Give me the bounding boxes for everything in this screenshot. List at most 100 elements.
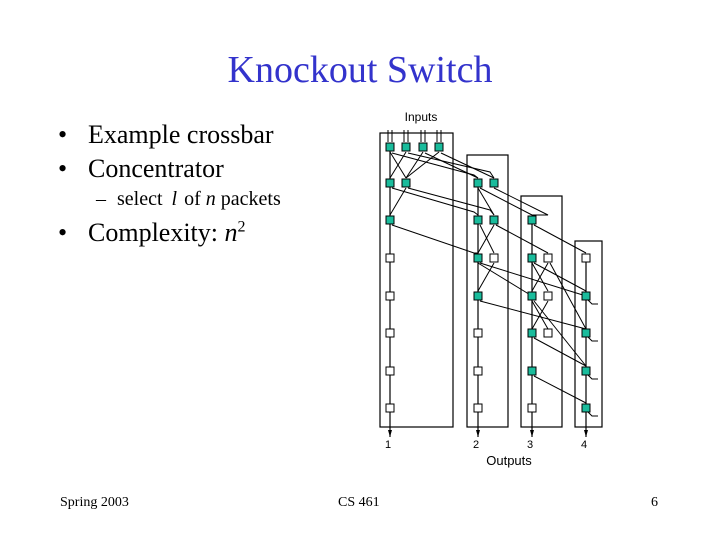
interconnect-wire xyxy=(549,262,587,330)
interconnect-wire xyxy=(479,300,587,330)
interconnect-wire xyxy=(479,262,587,297)
switch-element-active xyxy=(489,215,499,225)
interconnect-wire xyxy=(477,262,533,297)
bullet-text: Concentrator xyxy=(88,154,224,183)
interconnect-wire xyxy=(424,152,479,179)
interconnect-wire xyxy=(391,224,478,254)
switch-element-active xyxy=(385,142,395,152)
interconnect-wire xyxy=(391,152,479,179)
outputs-label: Outputs xyxy=(486,453,532,468)
footer-course: CS 461 xyxy=(338,495,380,510)
sub-text-mid: of xyxy=(184,188,206,210)
output-number-3: 3 xyxy=(527,439,533,451)
var-l: l xyxy=(171,188,178,210)
output-arrow-1 xyxy=(388,430,392,437)
switch-element-idle xyxy=(489,253,499,263)
knockout-discard-stub xyxy=(587,374,598,380)
output-arrow-3 xyxy=(530,430,534,437)
switch-element-active xyxy=(527,215,537,225)
switch-element-idle xyxy=(473,366,483,376)
knockout-discard-stub xyxy=(587,411,598,417)
interconnect-wire xyxy=(391,187,479,216)
sub-bullet-select: – select l of n packets xyxy=(96,188,281,211)
switch-element-active xyxy=(473,215,483,225)
switch-element-active xyxy=(401,178,411,188)
switch-element-active xyxy=(401,142,411,152)
interconnect-wire xyxy=(477,187,495,216)
output-number-1: 1 xyxy=(385,439,391,451)
switch-element-idle xyxy=(385,366,395,376)
bullet-text: Complexity: n2 xyxy=(88,218,246,248)
interconnect-wire xyxy=(479,187,533,216)
interconnect-wire xyxy=(533,375,587,404)
switch-element-active xyxy=(581,328,591,338)
footer-date: Spring 2003 xyxy=(60,495,129,510)
interconnect-wire xyxy=(531,262,549,292)
complexity-label: Complexity: xyxy=(88,218,225,247)
concentrator-frame-2 xyxy=(466,154,509,428)
interconnect-wire xyxy=(531,300,549,330)
switch-element-idle xyxy=(385,403,395,413)
bullet-text: Example crossbar xyxy=(88,120,274,149)
interconnect-wire xyxy=(407,152,495,179)
switch-element-active xyxy=(473,253,483,263)
slide-title: Knockout Switch xyxy=(227,49,493,91)
knockout-discard-stub xyxy=(587,336,598,342)
switch-element-active xyxy=(418,142,428,152)
switch-element-active xyxy=(581,403,591,413)
switch-element-idle xyxy=(385,328,395,338)
sub-text-pre: select xyxy=(117,188,168,210)
switch-element-active xyxy=(527,328,537,338)
switch-element-active xyxy=(473,291,483,301)
sub-text-post: packets xyxy=(220,188,281,210)
interconnect-wire xyxy=(407,187,495,216)
output-arrow-2 xyxy=(476,430,480,437)
output-arrow-4 xyxy=(584,430,588,437)
interconnect-wire xyxy=(477,262,495,292)
footer-page-number: 6 xyxy=(651,495,658,510)
interconnect-wire xyxy=(440,152,495,179)
switch-element-active xyxy=(527,253,537,263)
output-number-2: 2 xyxy=(473,439,479,451)
switch-element-active xyxy=(489,178,499,188)
interconnect-wire xyxy=(477,224,495,254)
switch-element-active xyxy=(527,366,537,376)
inputs-label: Inputs xyxy=(405,110,438,124)
interconnect-wire xyxy=(389,187,407,216)
switch-element-idle xyxy=(385,253,395,263)
var-n: n xyxy=(205,188,216,210)
switch-element-idle xyxy=(385,291,395,301)
switch-element-idle xyxy=(527,403,537,413)
concentrator-frame-1 xyxy=(379,132,454,428)
switch-element-idle xyxy=(543,291,553,301)
interconnect-wire xyxy=(495,224,549,254)
bullet-marker: • xyxy=(58,120,68,149)
interconnect-wire xyxy=(533,262,587,292)
switch-element-idle xyxy=(473,403,483,413)
exponent: 2 xyxy=(237,218,246,236)
bullet-marker: • xyxy=(58,154,68,183)
sub-bullet-marker: – xyxy=(96,188,106,210)
interconnect-wire xyxy=(533,224,587,254)
var-n: n xyxy=(224,218,238,247)
switch-element-idle xyxy=(543,253,553,263)
switch-element-active xyxy=(473,178,483,188)
switch-element-active xyxy=(527,291,537,301)
switch-element-active xyxy=(581,366,591,376)
switch-element-active xyxy=(581,291,591,301)
switch-element-active xyxy=(434,142,444,152)
interconnect-wire xyxy=(405,151,424,179)
interconnect-wire xyxy=(479,224,495,254)
interconnect-wire xyxy=(533,300,587,367)
switch-element-active xyxy=(385,178,395,188)
switch-element-idle xyxy=(543,328,553,338)
interconnect-wire xyxy=(405,151,440,179)
switch-element-idle xyxy=(581,253,591,263)
switch-element-active xyxy=(385,215,395,225)
interconnect-wire xyxy=(533,337,587,367)
interconnect-wire xyxy=(493,187,549,216)
switch-element-idle xyxy=(473,328,483,338)
knockout-discard-stub xyxy=(587,299,598,305)
output-number-4: 4 xyxy=(581,439,587,451)
